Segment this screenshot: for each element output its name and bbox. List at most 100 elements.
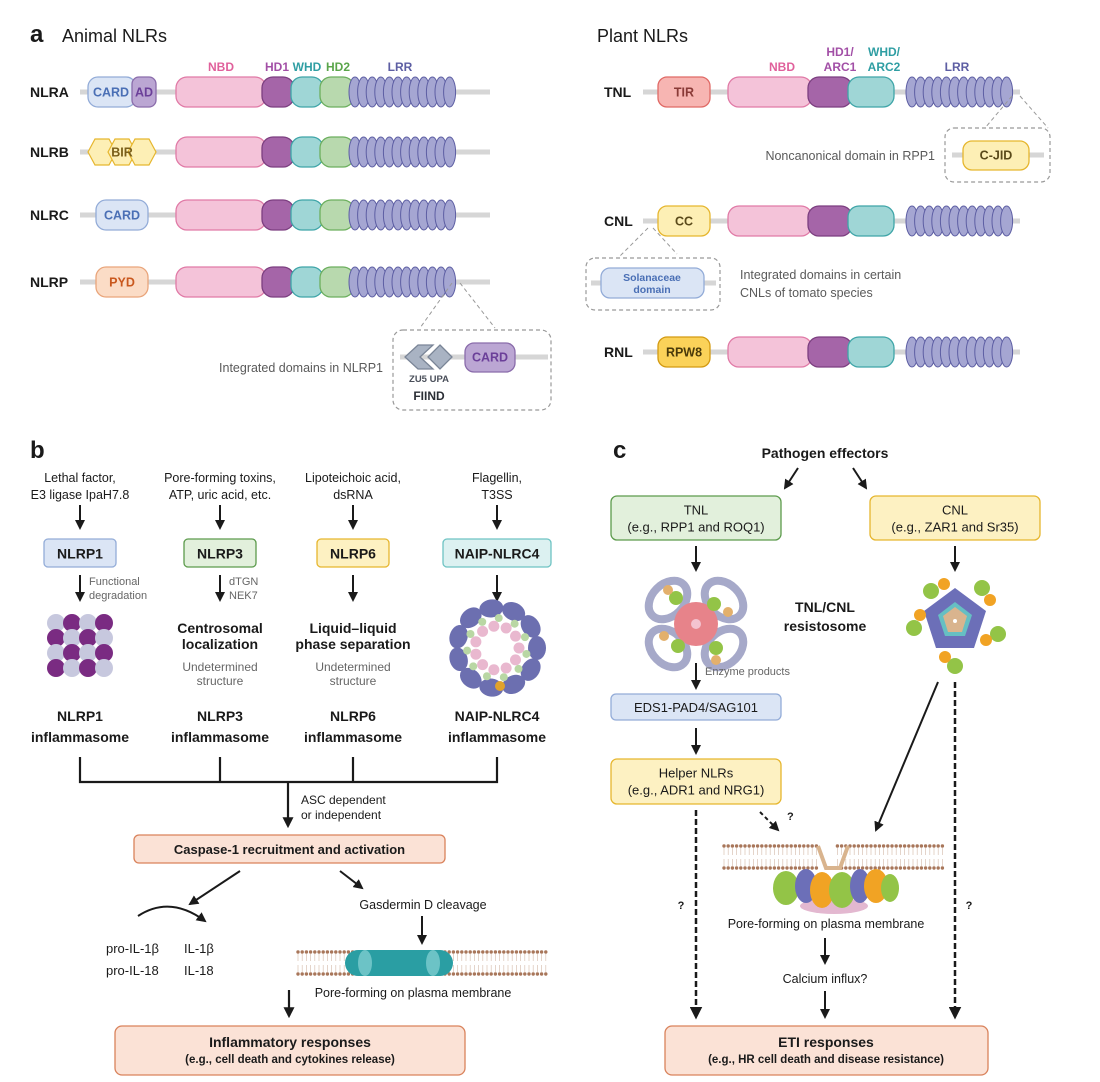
plant-domain-headers: NBD HD1/ ARC1 WHD/ ARC2 LRR — [769, 45, 970, 74]
question-mark: ? — [966, 900, 973, 912]
panel-b-letter: b — [30, 437, 45, 464]
whd-domain — [847, 205, 895, 237]
enzyme-products-label: Enzyme products — [705, 666, 790, 678]
nlrp1-inset-frame — [392, 329, 552, 411]
caspase-label: Caspase-1 recruitment and activation — [174, 842, 405, 857]
nlrp1-structure-icon — [47, 614, 113, 677]
c-jid-domain — [962, 140, 1030, 171]
step-note: Functional — [89, 576, 140, 588]
header-hd2: HD2 — [326, 60, 350, 74]
tomato-inset-caption: Integrated domains in certain — [740, 268, 901, 282]
cnl-title: CNL — [942, 503, 968, 518]
upa-domain — [427, 344, 453, 370]
zu5-domain — [404, 344, 435, 370]
asc-label: ASC dependent — [301, 793, 386, 807]
eds1-label: EDS1-PAD4/SAG101 — [634, 700, 758, 715]
cc-label: CC — [675, 215, 693, 229]
row-label: NLRB — [30, 144, 69, 160]
inflammasome-columns: Lethal factor,E3 ligase IpaH7.8NLRP1Func… — [31, 471, 552, 745]
mechanism-label: Centrosomal — [177, 620, 263, 636]
sensor-label: NLRP6 — [330, 546, 376, 562]
header-lrr: LRR — [945, 60, 970, 74]
funnel — [816, 845, 850, 870]
card-domain — [95, 199, 149, 231]
lrr-domain — [348, 266, 457, 298]
nbd-domain — [175, 76, 267, 108]
row-label: NLRP — [30, 274, 68, 290]
il18-label: IL-18 — [184, 963, 214, 978]
question-mark: ? — [678, 900, 685, 912]
card-label: CARD — [104, 209, 140, 223]
nlrp1-inset: CARD ZU5 UPA FIIND Integrated domains in… — [219, 282, 552, 411]
gasdermin-pore — [345, 950, 453, 976]
resistosome-title-2: resistosome — [784, 618, 867, 634]
caspase-box — [133, 834, 446, 864]
card-label: CARD — [93, 86, 129, 100]
nbd-domain — [727, 76, 813, 108]
structure-note: structure — [197, 674, 244, 688]
inflammasome-name: inflammasome — [448, 729, 546, 745]
arrow-to-cytokines — [188, 870, 241, 906]
panel-a-letter: a — [30, 21, 44, 48]
trigger-label: ATP, uric acid, etc. — [169, 488, 271, 502]
row-label: RNL — [604, 344, 633, 360]
animal-domain-headers: NBD HD1 WHD HD2 LRR — [208, 60, 413, 74]
cnl-box — [869, 495, 1041, 541]
animal-nlrs-title: Animal NLRs — [62, 26, 167, 46]
hd1-domain — [807, 76, 853, 108]
row-label: CNL — [604, 213, 633, 229]
resistosome-title: TNL/CNL — [795, 599, 855, 615]
row-label: TNL — [604, 84, 632, 100]
step-note: dTGN — [229, 576, 258, 588]
helper-examples: (e.g., ADR1 and NRG1) — [628, 783, 765, 798]
row-label: NLRA — [30, 84, 69, 100]
il1b-label: IL-1β — [184, 941, 214, 956]
outcome-subtitle: (e.g., cell death and cytokines release) — [185, 1054, 395, 1066]
tnl-resistosome-structure-icon — [644, 576, 748, 672]
hd1-domain — [261, 76, 295, 108]
sensor-box — [316, 538, 390, 568]
arrow-to-tnl — [783, 467, 799, 490]
inflammasome-name: NAIP-NLRC4 — [455, 708, 540, 724]
inflammasome-column: Lipoteichoic acid,dsRNANLRP6Liquid–liqui… — [295, 471, 410, 745]
lrr-repeat — [1000, 336, 1014, 368]
structure-note: Undetermined — [315, 660, 390, 674]
lrr-domain — [348, 136, 457, 168]
pro-il1b-label: pro-IL-1β — [106, 941, 159, 956]
plasma-membrane — [722, 844, 945, 870]
helper-title: Helper NLRs — [659, 766, 734, 781]
solanaceae-label: Solanaceae — [623, 272, 681, 284]
pore-subunit — [426, 950, 440, 976]
pyd-domain — [95, 266, 149, 298]
inflammasome-name: inflammasome — [31, 729, 129, 745]
naip-nlrc4-structure-icon — [449, 599, 546, 697]
whd-domain — [847, 76, 895, 108]
hd1-domain — [807, 336, 853, 368]
ad-domain — [131, 76, 157, 108]
inflammasome-column: Pore-forming toxins,ATP, uric acid, etc.… — [164, 471, 276, 745]
header-lrr: LRR — [388, 60, 413, 74]
asc-label-2: or independent — [301, 808, 382, 822]
whd-domain — [290, 199, 324, 231]
mechanism-label: phase separation — [295, 636, 410, 652]
dashed-arrow-helper-to-pore — [759, 811, 780, 832]
mechanism-label: localization — [182, 636, 258, 652]
arrow-cnl-to-pore — [874, 681, 939, 832]
card-label: CARD — [472, 351, 508, 365]
sensor-box — [183, 538, 257, 568]
eds1-box — [610, 693, 782, 721]
lrr-repeat — [443, 199, 457, 231]
trigger-label: dsRNA — [333, 488, 373, 502]
plant-nlrs-title: Plant NLRs — [597, 26, 688, 46]
nbd-domain — [727, 205, 813, 237]
header-whd: WHD/ — [868, 45, 901, 59]
nlr-row-cnl: CNL CC — [604, 205, 1020, 237]
inset-connector — [617, 227, 649, 259]
